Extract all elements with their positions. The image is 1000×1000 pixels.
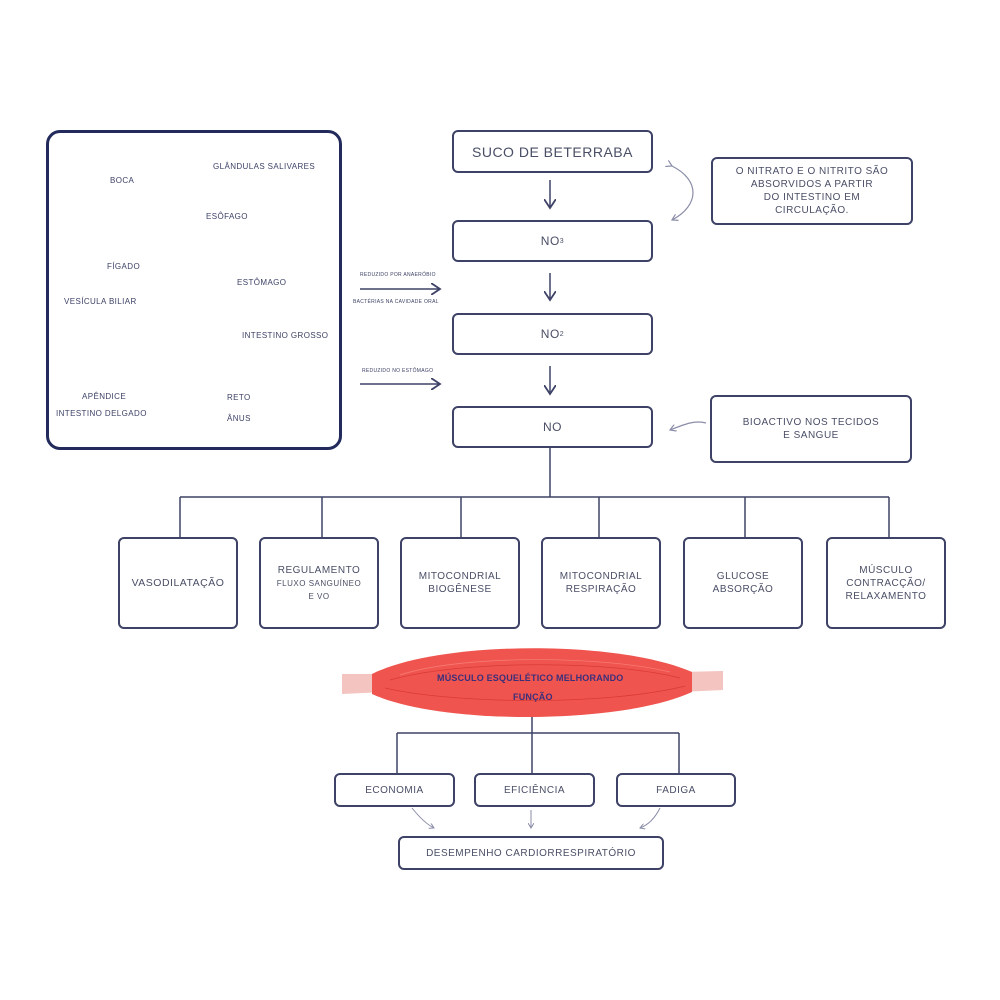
muscle-title-line1: MÚSCULO ESQUELÉTICO MELHORANDO (437, 673, 624, 683)
label-rectum: RETO (227, 393, 251, 402)
effect-mitochondrial-respiration: MITOCONDRIAL RESPIRAÇÃO (541, 537, 661, 629)
label-oral-bacteria: BACTÉRIAS NA CAVIDADE ORAL (353, 299, 439, 305)
effect-glucose-uptake: GLUCOSE ABSORÇÃO (683, 537, 803, 629)
effect-mitochondrial-biogenesis: MITOCONDRIAL BIOGÊNESE (400, 537, 520, 629)
box-beet-juice: SUCO DE BETERRABA (452, 130, 653, 173)
effect-vasodilation: VASODILATAÇÃO (118, 537, 238, 629)
label-liver: FÍGADO (107, 262, 141, 271)
arrow-bioactive (670, 421, 707, 430)
label-anus: ÂNUS (227, 414, 251, 423)
label-gallbladder: VESÍCULA BILIAR (64, 297, 137, 306)
box-nitric-oxide: NO (452, 406, 653, 448)
outcome-fatigue: FADIGA (616, 773, 736, 807)
outcome-efficiency: EFICIÊNCIA (474, 773, 595, 807)
muscle-title-line2: FUNÇÃO (513, 692, 553, 702)
skeletal-muscle-illustration (342, 648, 723, 718)
effect-blood-flow-regulation: REGULAMENTO FLUXO SANGUÍNEO E VO (259, 537, 379, 629)
label-large-intestine: INTESTINO GROSSO (242, 331, 329, 340)
digestive-system-panel (46, 130, 342, 450)
note-absorption: O NITRATO E O NITRITO SÃO ABSORVIDOS A P… (711, 157, 913, 225)
outcome-economy: ECONOMIA (334, 773, 455, 807)
note-bioactive: BIOACTIVO NOS TECIDOS E SANGUE (710, 395, 912, 463)
arrow-absorption-loop (672, 166, 694, 220)
label-stomach: ESTÔMAGO (237, 278, 287, 287)
label-mouth: BOCA (110, 176, 135, 185)
label-anaerobic-reduction: REDUZIDO POR ANAERÓBIO (360, 272, 436, 278)
beet-juice-text: SUCO DE BETERRABA (472, 143, 633, 160)
final-cardiorespiratory-performance: DESEMPENHO CARDIORRESPIRATÓRIO (398, 836, 664, 870)
effect-muscle-contraction: MÚSCULO CONTRACÇÃO/ RELAXAMENTO (826, 537, 946, 629)
label-salivary-glands: GLÂNDULAS SALIVARES (213, 162, 316, 171)
label-stomach-reduction: REDUZIDO NO ESTÔMAGO (362, 368, 434, 374)
label-small-intestine: INTESTINO DELGADO (56, 409, 147, 418)
label-esophagus: ESÔFAGO (206, 212, 248, 221)
label-appendix: APÊNDICE (82, 392, 127, 401)
